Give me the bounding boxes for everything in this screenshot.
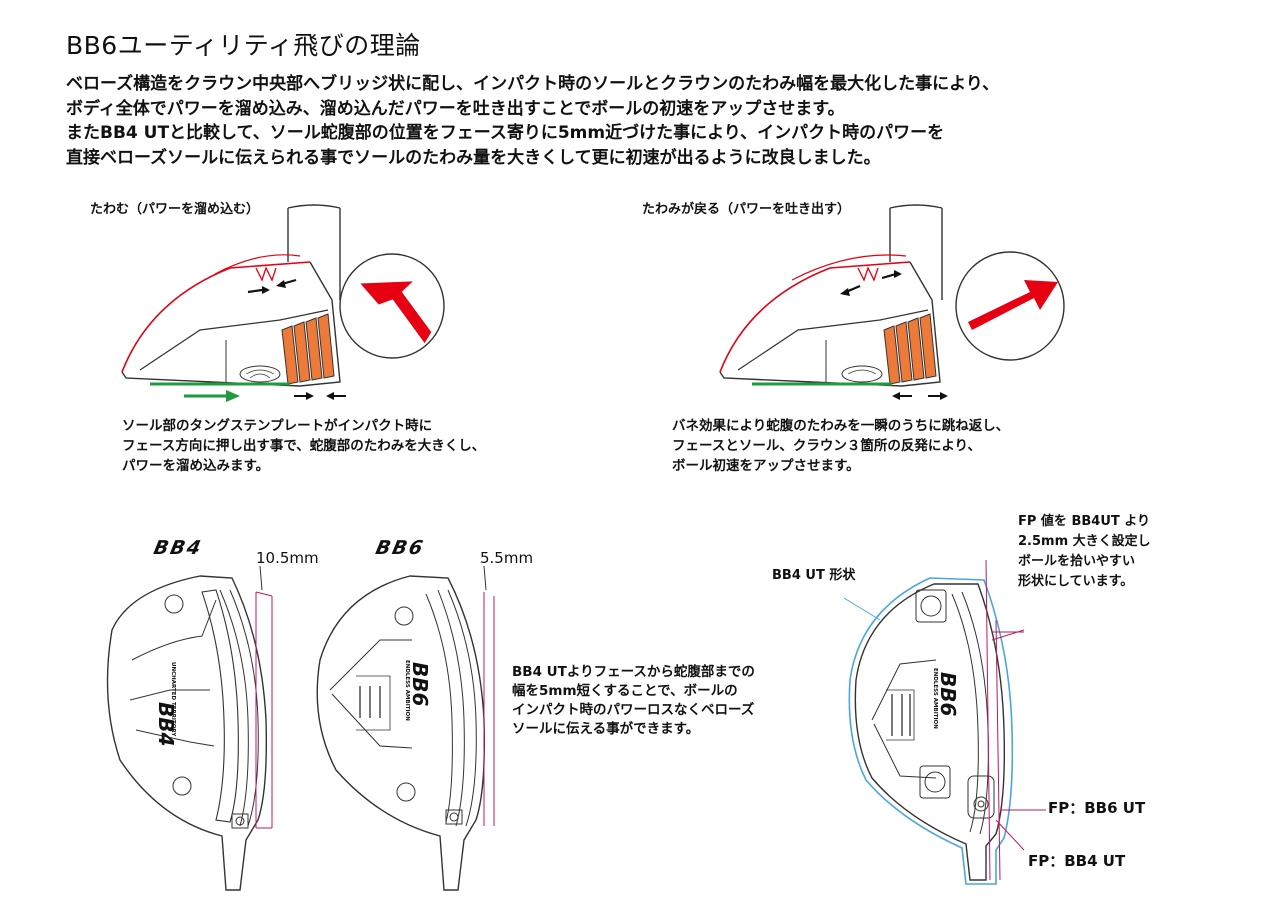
note-line: ボールを拾いやすい (1018, 554, 1136, 569)
desc-line: フェース方向に押し出す事で、蛇腹部のたわみを大きくし、 (122, 438, 486, 454)
flex-right-desc: バネ効果により蛇腹のたわみを一瞬のうちに跳ね返し、 フェースとソール、クラウン３… (672, 416, 1009, 476)
desc-line: 幅を5mm短くすることで、ボールの (512, 683, 738, 699)
desc-line: フェースとソール、クラウン３箇所の反発により、 (672, 438, 982, 454)
bb4-measure: 10.5mm (256, 549, 319, 567)
desc-line: BB4 UTよりフェースから蛇腹部までの (512, 664, 755, 680)
flex-right-caption: たわみが戻る（パワーを吐き出す） (642, 202, 851, 217)
desc-line: インパクト時のパワーロスなくベローズ (512, 702, 755, 718)
desc-line: バネ効果により蛇腹のたわみを一瞬のうちに跳ね返し、 (672, 418, 1010, 434)
desc-line: ソールに伝える事ができます。 (512, 721, 700, 737)
desc-line: パワーを溜め込みます。 (122, 458, 270, 474)
page-title: BB6ユーティリティ飛びの理論 (66, 31, 421, 60)
flex-left-desc: ソール部のタングステンプレートがインパクト時に フェース方向に押し出す事で、蛇腹… (122, 416, 485, 476)
intro-line: ベローズ構造をクラウン中央部へブリッジ状に配し、インパクト時のソールとクラウンの… (66, 74, 1000, 94)
note-line: 形状にしています。 (1018, 574, 1134, 589)
compare-desc: BB4 UTよりフェースから蛇腹部までの 幅を5mm短くすることで、ボールの イ… (512, 663, 755, 739)
intro-line: ボディ全体でパワーを溜め込み、溜め込んだパワーを吐き出すことでボールの初速をアッ… (66, 98, 845, 119)
flex-left-caption: たわむ（パワーを溜め込む） (90, 202, 260, 217)
fp-sole-text: BB6 (936, 672, 960, 717)
intro-line: 直接ベローズソールに伝えられる事でソールのたわみ量を大きくして更に初速が出るよう… (66, 147, 881, 168)
desc-line: ボール初速をアップさせます。 (672, 458, 860, 474)
fp-bb6-label: FP：BB6 UT (1048, 799, 1146, 817)
desc-line: ソール部のタングステンプレートがインパクト時に (122, 418, 433, 434)
note-line: FP 値を BB4UT より (1018, 514, 1151, 529)
fp-note: FP 値を BB4UT より 2.5mm 大きく設定し ボールを拾いやすい 形状… (1018, 512, 1151, 592)
fp-bb4-label: FP：BB4 UT (1028, 852, 1126, 870)
intro-text: ベローズ構造をクラウン中央部へブリッジ状に配し、インパクト時のソールとクラウンの… (66, 72, 999, 170)
intro-line: またBB4 UTと比較して、ソール蛇腹部の位置をフェース寄りに5mm近づけた事に… (66, 123, 945, 143)
note-line: 2.5mm 大きく設定し (1018, 534, 1151, 549)
fp-sub-text: ENDLESS AMBITION (932, 668, 938, 729)
bb4-shape-label: BB4 UT 形状 (772, 568, 856, 583)
bb6-measure: 5.5mm (480, 549, 534, 567)
